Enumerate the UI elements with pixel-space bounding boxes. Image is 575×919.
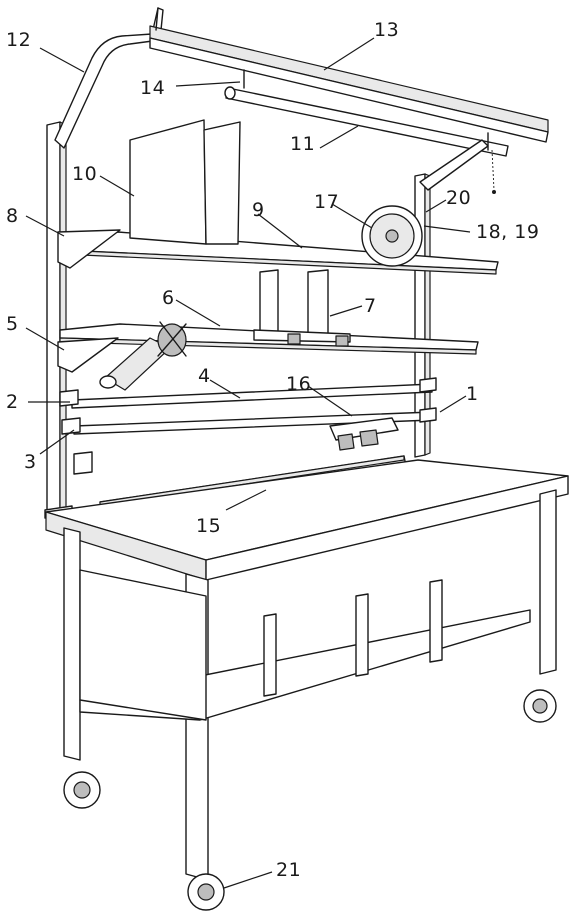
callout-14: 14: [140, 77, 165, 99]
callout-6: 6: [162, 287, 175, 309]
leader-9: [257, 213, 303, 249]
callout-9: 9: [252, 199, 265, 221]
callout-8: 8: [6, 205, 19, 227]
callout-10: 10: [72, 163, 97, 185]
callout-labels: 1 2 3 4 5 6 7 8 9 10 11 12 13 14 15 16 1…: [6, 19, 539, 881]
callout-2: 2: [6, 391, 19, 413]
left-bracket-pair: [73, 451, 93, 475]
leader-1: [439, 395, 467, 413]
leader-11: [319, 125, 359, 149]
monitor-arm: [99, 321, 187, 391]
callout-16: 16: [286, 373, 311, 395]
callout-21: 21: [276, 859, 301, 881]
leader-18-19: [423, 225, 471, 233]
leader-17: [331, 203, 373, 229]
callout-4: 4: [198, 365, 211, 387]
leader-10: [99, 175, 135, 197]
front-left-caster: [63, 771, 101, 809]
right-gantry-arm: [419, 139, 489, 191]
callout-3: 3: [24, 451, 37, 473]
callout-13: 13: [374, 19, 399, 41]
overhead-light-fixture: [224, 69, 509, 194]
leader-16: [307, 385, 353, 417]
callout-11: 11: [290, 133, 315, 155]
leader-15: [225, 489, 267, 511]
callout-15: 15: [196, 515, 221, 537]
rear-right-caster: [523, 689, 557, 723]
callout-17: 17: [314, 191, 339, 213]
leader-20: [425, 199, 447, 213]
leader-7: [329, 305, 363, 317]
callout-5: 5: [6, 313, 19, 335]
leader-21: [223, 871, 273, 889]
shelf-mounted-bin: [329, 417, 399, 451]
callout-18-19: 18, 19: [476, 221, 539, 243]
callout-12: 12: [6, 29, 31, 51]
upper-shelf-divider: [129, 119, 241, 245]
lower-frame: [63, 489, 557, 881]
leader-3: [39, 429, 75, 455]
leader-13: [323, 37, 375, 71]
leader-8: [25, 215, 65, 237]
leader-4: [209, 379, 241, 399]
upper-shelf: [57, 229, 499, 275]
left-upright-post: [44, 121, 73, 519]
fan: [361, 205, 423, 267]
callout-1: 1: [466, 383, 479, 405]
front-right-caster: [187, 873, 225, 911]
leader-12: [39, 47, 85, 73]
callout-7: 7: [364, 295, 377, 317]
leader-lines: [25, 37, 471, 889]
work-surface: [45, 459, 569, 581]
shelf-bin-dividers: [253, 269, 351, 347]
leader-5: [25, 327, 65, 351]
lower-rail: [61, 407, 437, 435]
callout-20: 20: [446, 187, 471, 209]
overhead-gantry-frame: [54, 7, 549, 149]
leader-14: [175, 81, 241, 87]
leader-6: [175, 299, 221, 327]
